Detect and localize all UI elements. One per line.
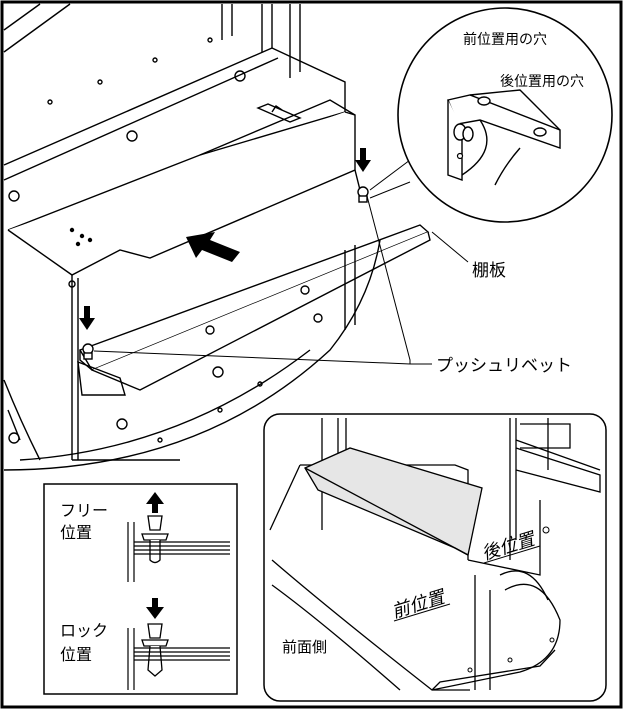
lock-rivet-icon [141,623,169,677]
detail-magnifier [397,7,613,223]
free-rivet-icon [141,515,169,564]
label-shelf: 棚板 [472,261,506,281]
leader-lines [93,49,576,365]
legend-lock-line2: 位置 [60,645,92,664]
down-arrow-icon [79,306,95,330]
legend-free-line1: フリー [60,501,108,520]
rivet-state-legend: フリー 位置 ロック 位置 [43,483,238,695]
push-rivet-right [357,186,369,203]
legend-free-line2: 位置 [60,523,92,542]
legend-lock-line1: ロック [60,621,108,640]
inset-label-front-side: 前面側 [282,638,327,656]
up-arrow-icon [146,492,164,513]
label-front-hole: 前位置用の穴 [463,31,547,48]
push-rivet-left [82,343,94,360]
slide-direction-arrow-icon [186,232,240,262]
shelf-position-inset: 後位置 前位置 前面側 [263,413,607,702]
label-push-rivet: プッシュリベット [436,356,572,376]
down-arrow-icon [355,148,371,172]
label-rear-hole: 後位置用の穴 [500,74,584,90]
machine-body [3,3,431,471]
down-arrow-icon [146,598,164,619]
